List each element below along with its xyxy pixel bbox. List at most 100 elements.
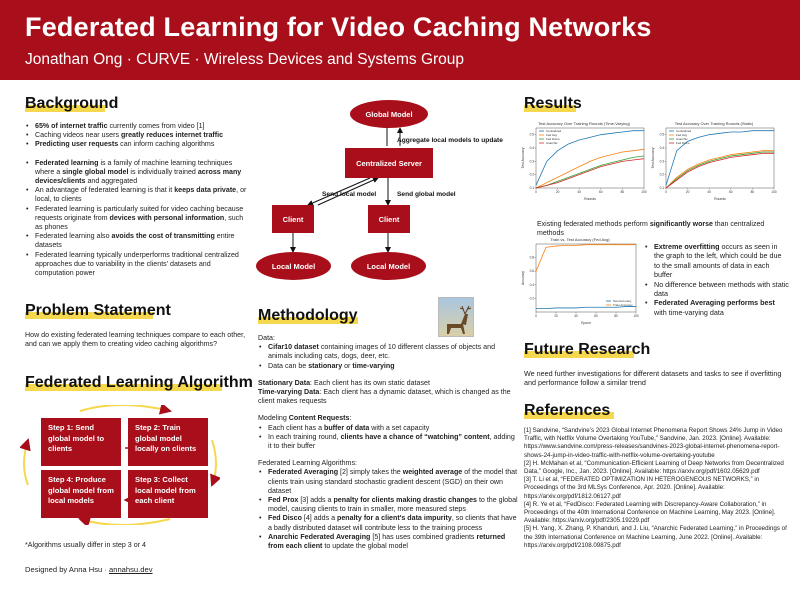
list-item: An advantage of federated learning is th… — [25, 186, 250, 204]
legend-label: Fed Avg — [676, 133, 687, 137]
chart-title: Train vs. Test Accuracy (Fed Avg) — [550, 237, 610, 242]
x-tick-label: 100 — [633, 314, 639, 318]
y-tick-label: 0.4 — [530, 283, 535, 287]
reference-item: [1] Sandvine, “Sandvine’s 2023 Global In… — [524, 427, 783, 459]
x-axis-label: Rounds — [584, 197, 596, 201]
x-tick-label: 20 — [556, 190, 560, 194]
methodology-heading: Methodology — [258, 307, 358, 324]
list-item: In each training round, clients have a c… — [258, 433, 520, 451]
architecture-diagram — [290, 127, 403, 253]
problem-text: How do existing federated learning techn… — [25, 331, 246, 349]
local-model-node-right: Local Model — [351, 252, 426, 280]
plot-area — [665, 127, 775, 189]
list-item: Anarchic Federated Averaging [5] has use… — [258, 533, 520, 551]
legend-label: Test Accuracy — [613, 299, 632, 303]
step-2-box: Step 2: Train global model locally on cl… — [128, 418, 208, 466]
x-tick-label: 100 — [771, 190, 777, 194]
list-item: Federated learning typically underperfor… — [25, 251, 250, 279]
y-tick-label: 0.1 — [660, 186, 665, 190]
y-tick-label: 0.1 — [530, 186, 535, 190]
x-tick-label: 60 — [729, 190, 733, 194]
reference-item: [5] H. Yang, X. Zhang, P. Khanduri, and … — [524, 525, 787, 549]
local-model-node-left: Local Model — [256, 252, 331, 280]
reference-item: [2] H. McMahan et al, “Communication-Eff… — [524, 459, 784, 476]
designer-credit: Designed by Anna Hsu · annahsu.dev — [25, 565, 153, 574]
plot-area — [535, 243, 637, 313]
series-line — [536, 306, 636, 309]
designer-link[interactable]: annahsu.dev — [109, 565, 153, 574]
legend-label: Anarchic — [676, 137, 688, 141]
reference-item: [4] R. Ye et al, “FedDisco: Federated Le… — [524, 500, 776, 525]
list-item: Cifar10 dataset containing images of 10 … — [258, 343, 520, 361]
x-tick-label: 0 — [535, 190, 537, 194]
results-bullets: Extreme overfitting occurs as seen in th… — [644, 242, 789, 317]
step-4-box: Step 4: Produce global model from local … — [41, 470, 121, 518]
series-line — [665, 152, 774, 189]
legend-label: Train Accuracy — [613, 303, 633, 307]
client-node-left: Client — [272, 205, 314, 233]
x-tick-label: 20 — [686, 190, 690, 194]
list-item: No difference between methods with stati… — [644, 280, 789, 299]
deer-icon — [447, 305, 472, 334]
y-tick-label: 0.8 — [530, 256, 535, 260]
central-server-node: Centralized Server — [345, 148, 433, 178]
legend-label: Fed Disco — [676, 141, 690, 145]
legend-label: Fed Disco — [546, 137, 560, 141]
y-tick-label: 0.3 — [530, 159, 535, 163]
legend-label: Anarchic — [546, 141, 558, 145]
reference-item: [3] T. Li et al, “FEDERATED OPTIMIZATION… — [524, 476, 760, 500]
references-list: [1] Sandvine, “Sandvine’s 2023 Global In… — [524, 427, 794, 550]
results-heading: Results — [524, 95, 582, 112]
y-axis-label: Test Accuracy — [521, 147, 525, 168]
deer-image — [438, 297, 474, 337]
x-tick-label: 40 — [577, 190, 581, 194]
chart-title: Test Accuracy Over Training Rounds (Time… — [538, 121, 630, 126]
background-heading: Background — [25, 95, 119, 112]
list-item: Federated Averaging performs best with t… — [644, 298, 789, 317]
series-line — [535, 155, 645, 189]
list-item: Fed Disco [4] adds a penalty for a clien… — [258, 514, 520, 532]
plot-area — [535, 127, 645, 189]
x-tick-label: 0 — [665, 190, 667, 194]
send-local-label: Send local model — [322, 191, 377, 198]
x-tick-label: 80 — [621, 190, 625, 194]
poster-title: Federated Learning for Video Caching Net… — [25, 12, 652, 42]
y-axis-label: Test Accuracy — [651, 147, 655, 168]
list-item: Caching videos near users greatly reduce… — [25, 131, 250, 140]
series-line — [535, 148, 645, 189]
send-global-label: Send global model — [397, 191, 456, 198]
legend-label: Centralized — [546, 129, 562, 133]
background-list: 65% of internet traffic currently comes … — [25, 122, 250, 278]
list-item: Data can be stationary or time-varying — [258, 362, 520, 371]
y-tick-label: 0.2 — [530, 173, 535, 177]
list-item: Fed Prox [3] adds a penalty for clients … — [258, 496, 520, 514]
list-item: Extreme overfitting occurs as seen in th… — [644, 242, 789, 280]
x-tick-label: 0 — [535, 314, 537, 318]
y-tick-label: 0.4 — [660, 146, 665, 150]
chart-static: Test Accuracy Over Training Rounds (Stat… — [650, 120, 778, 202]
list-item: Federated Averaging [2] simply takes the… — [258, 468, 520, 496]
x-tick-label: 20 — [554, 314, 558, 318]
step-3-box: Step 3: Collect local model from each cl… — [128, 470, 208, 518]
aggregate-label: Aggregate local models to update — [397, 137, 503, 144]
x-tick-label: 80 — [614, 314, 618, 318]
y-tick-label: 0.6 — [530, 269, 535, 273]
references-heading: References — [524, 402, 614, 420]
x-tick-label: 40 — [707, 190, 711, 194]
algorithm-note: *Algorithms usually differ in step 3 or … — [25, 541, 146, 549]
x-axis-label: Rounds — [714, 197, 726, 201]
y-tick-label: 0.2 — [530, 296, 535, 300]
x-tick-label: 60 — [594, 314, 598, 318]
legend-label: Centralized — [676, 129, 692, 133]
title-banner: Federated Learning for Video Caching Net… — [0, 0, 800, 80]
y-axis-label: Accuracy — [521, 271, 525, 285]
series-line — [665, 130, 774, 186]
list-item: 65% of internet traffic currently comes … — [25, 122, 250, 131]
problem-heading: Problem Statement — [25, 302, 171, 319]
y-tick-label: 0.5 — [660, 133, 665, 137]
series-line — [535, 158, 645, 189]
